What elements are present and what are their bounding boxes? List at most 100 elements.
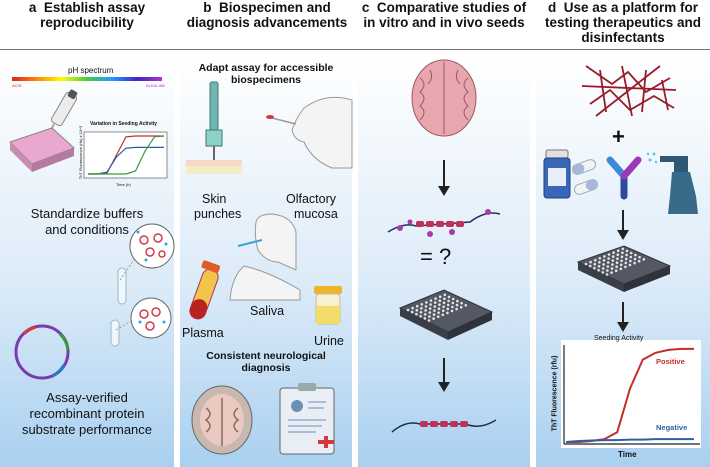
plate-well: [629, 255, 633, 259]
plate-well: [427, 319, 431, 322]
plate-well: [589, 260, 592, 264]
plate-well: [637, 259, 641, 263]
panel-b-title2: biospecimens: [230, 74, 302, 86]
plate-well: [588, 264, 592, 268]
plate-well: [437, 307, 441, 311]
plate-well: [597, 265, 601, 268]
plate-well: [606, 261, 610, 264]
plate-well: [446, 307, 450, 311]
plate-well: [433, 301, 437, 304]
plate-well: [606, 265, 610, 268]
plate-well: [442, 301, 446, 305]
plate-well: [415, 304, 419, 308]
seeding-chart-ylabel: ThT Fluorescence (rfu): [551, 355, 559, 432]
plate-well: [615, 261, 619, 265]
antibody-icon: [606, 156, 642, 200]
plate-well: [419, 315, 422, 318]
plate-well: [406, 308, 410, 312]
plate-well: [593, 266, 596, 270]
plate-well: [446, 303, 450, 307]
plate-well: [451, 297, 455, 301]
plate-well: [429, 303, 432, 306]
plate-well: [629, 251, 633, 255]
header-a: a Establish assay reproducibility: [0, 0, 174, 30]
plate-well: [628, 263, 632, 267]
legend-negative: Negative: [656, 423, 688, 432]
plate-well: [616, 249, 620, 252]
plate-well: [410, 310, 414, 314]
plate-well: [428, 311, 432, 314]
header-c: c Comparative studies of in vitro and in…: [358, 0, 530, 30]
legend-positive: Positive: [656, 357, 685, 366]
plus-sign: +: [612, 124, 625, 149]
plate-well: [437, 311, 440, 315]
plate-well: [642, 258, 646, 261]
plate-well: [598, 257, 602, 260]
plate-well: [629, 259, 632, 263]
well-plate-icon: [398, 289, 494, 340]
header-b-line1: Biospecimen and: [218, 0, 331, 15]
header-d-line2: testing therapeutics and: [544, 15, 702, 30]
plate-well: [447, 295, 451, 299]
plate-well: [415, 308, 419, 312]
header-a-line1: Establish assay: [43, 0, 146, 15]
plate-well: [438, 303, 441, 307]
plate-well: [616, 257, 619, 261]
plate-well: [424, 305, 428, 308]
plate-well: [443, 297, 446, 301]
header-b-line2: diagnosis advancements: [186, 15, 348, 30]
plate-well: [424, 309, 427, 312]
plate-well: [451, 305, 454, 309]
plate-well: [428, 307, 432, 310]
plate-well: [455, 303, 459, 307]
arrow-down-icon: [438, 358, 450, 392]
plate-well: [598, 261, 601, 264]
plate-well: [610, 271, 613, 274]
plasmid-icon: [14, 324, 70, 380]
plate-well: [455, 307, 458, 311]
plate-well: [638, 255, 641, 259]
test-tube-icon: [110, 267, 127, 347]
label-plasma: Plasma: [182, 326, 224, 340]
plate-well: [450, 309, 454, 313]
plate-well: [606, 269, 609, 272]
urine-cup-icon: [314, 286, 342, 325]
caption-a4: recombinant protein: [29, 406, 145, 421]
plate-well: [619, 267, 623, 271]
negative-series-line: [565, 438, 694, 443]
header-a-line2: reproducibility: [40, 15, 134, 30]
plate-well: [419, 311, 423, 314]
plate-well: [420, 307, 423, 310]
mini-series-blue: [88, 146, 164, 175]
plate-well: [616, 253, 620, 256]
capsule-icon: [571, 159, 599, 195]
plate-well: [420, 303, 424, 306]
header-c-line2: in vitro and in vivo seeds: [363, 15, 525, 30]
plate-well: [446, 311, 449, 315]
ph-acid-label: ACID: [12, 83, 22, 88]
peptide-icon-bottom: [391, 419, 497, 433]
aggregates-icon: [139, 233, 166, 331]
blood-tube-icon: [189, 260, 221, 320]
plate-well: [438, 299, 442, 303]
seeding-chart-series: [565, 347, 694, 443]
ph-spectrum-bar: [12, 77, 162, 81]
label-saliva: Saliva: [250, 304, 285, 318]
caption-a2: and conditions: [45, 222, 129, 237]
label-skin2: punches: [194, 207, 242, 221]
header-c-line1: Comparative studies of: [376, 0, 527, 15]
label-olf2: mucosa: [294, 207, 338, 221]
well-plate-icon: [576, 245, 672, 292]
plate-well: [423, 313, 427, 316]
plate-well: [605, 273, 609, 276]
caption-a1: Standardize buffers: [30, 206, 144, 221]
plate-well: [433, 309, 436, 312]
plate-well: [624, 265, 627, 269]
label-skin1: Skin: [202, 192, 227, 206]
panel-b-title1: Adapt assay for accessible: [198, 62, 334, 74]
plate-well: [428, 315, 431, 318]
plate-well: [447, 299, 450, 303]
plate-well: [423, 317, 427, 320]
seeding-chart-xlabel: Time: [618, 450, 637, 459]
ph-alkaline-label: ALKALINE: [146, 83, 166, 88]
